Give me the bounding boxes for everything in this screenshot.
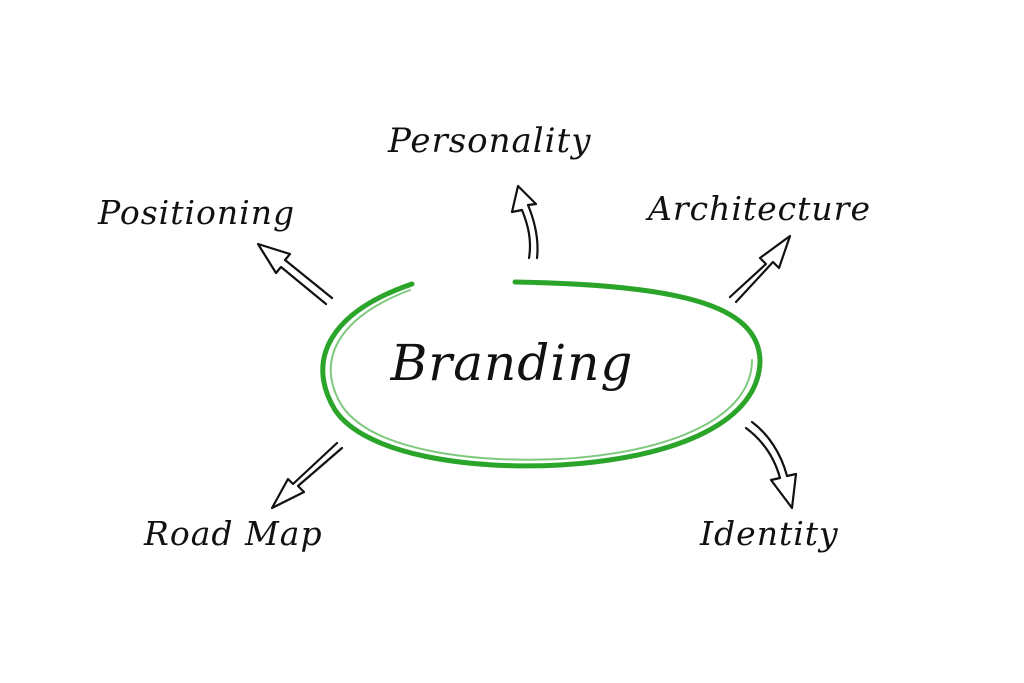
arrow-architecture [728, 234, 792, 304]
center-ellipse-inner-stroke [329, 289, 753, 461]
arrow-road-map [270, 441, 344, 510]
arrow-positioning [256, 242, 334, 306]
arrow-identity [744, 420, 798, 510]
node-architecture: Architecture [648, 189, 871, 228]
node-road-map: Road Map [144, 514, 323, 553]
node-identity: Identity [700, 514, 839, 553]
center-label: Branding [390, 334, 634, 392]
arrow-personality [510, 184, 539, 260]
node-positioning: Positioning [98, 193, 296, 232]
node-personality: Personality [388, 121, 592, 161]
center-ellipse [320, 279, 763, 469]
